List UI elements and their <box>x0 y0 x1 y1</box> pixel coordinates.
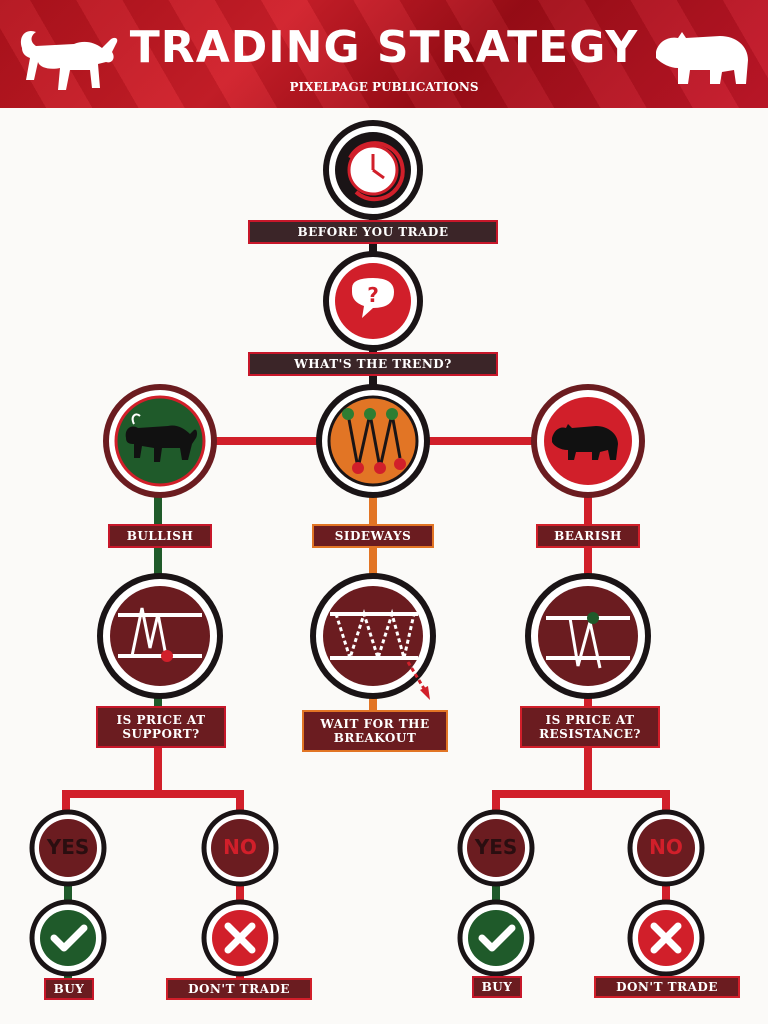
page-title: TRADING STRATEGY <box>129 22 639 73</box>
yes-label-left: YES <box>46 835 90 859</box>
yes-label-right: YES <box>474 835 518 859</box>
bearish-label: BEARISH <box>536 524 640 548</box>
support-chart-icon <box>97 573 223 699</box>
bullish-label: BULLISH <box>108 524 212 548</box>
header-banner: TRADING STRATEGY PIXELPAGE PUBLICATIONS <box>0 0 768 108</box>
breakout-label: WAIT FOR THE BREAKOUT <box>302 710 448 752</box>
clock-icon <box>323 120 423 220</box>
sideways-label: SIDEWAYS <box>312 524 434 548</box>
bear-icon <box>656 32 748 84</box>
yes-circle-right <box>457 809 535 887</box>
bull-icon <box>20 30 118 91</box>
flowchart-canvas: ? <box>0 108 768 1024</box>
check-icon <box>29 899 107 977</box>
before-you-trade-label: BEFORE YOU TRADE <box>248 220 498 244</box>
check-icon <box>457 899 535 977</box>
flowchart-connectors: ? <box>29 120 705 980</box>
no-label-left: NO <box>223 835 257 859</box>
yes-circle-left <box>29 809 107 887</box>
zigzag-icon <box>316 384 430 498</box>
dont-trade-label-left: DON'T TRADE <box>166 978 312 1000</box>
x-icon <box>201 899 279 977</box>
question-icon: ? <box>323 251 423 351</box>
buy-label-left: BUY <box>44 978 94 1000</box>
breakout-chart-icon <box>310 573 436 700</box>
resistance-chart-icon <box>525 573 651 699</box>
dont-trade-label-right: DON'T TRADE <box>594 976 740 998</box>
whats-the-trend-label: WHAT'S THE TREND? <box>248 352 498 376</box>
bull-icon <box>103 384 217 498</box>
page-subtitle: PIXELPAGE PUBLICATIONS <box>289 80 479 94</box>
no-label-right: NO <box>649 835 683 859</box>
no-circle-right <box>627 809 705 887</box>
resistance-question-label: IS PRICE AT RESISTANCE? <box>520 706 660 748</box>
bear-icon <box>531 384 645 498</box>
svg-text:?: ? <box>367 283 379 307</box>
no-circle-left <box>201 809 279 887</box>
support-question-label: IS PRICE AT SUPPORT? <box>96 706 226 748</box>
x-icon <box>627 899 705 977</box>
buy-label-right: BUY <box>472 976 522 998</box>
